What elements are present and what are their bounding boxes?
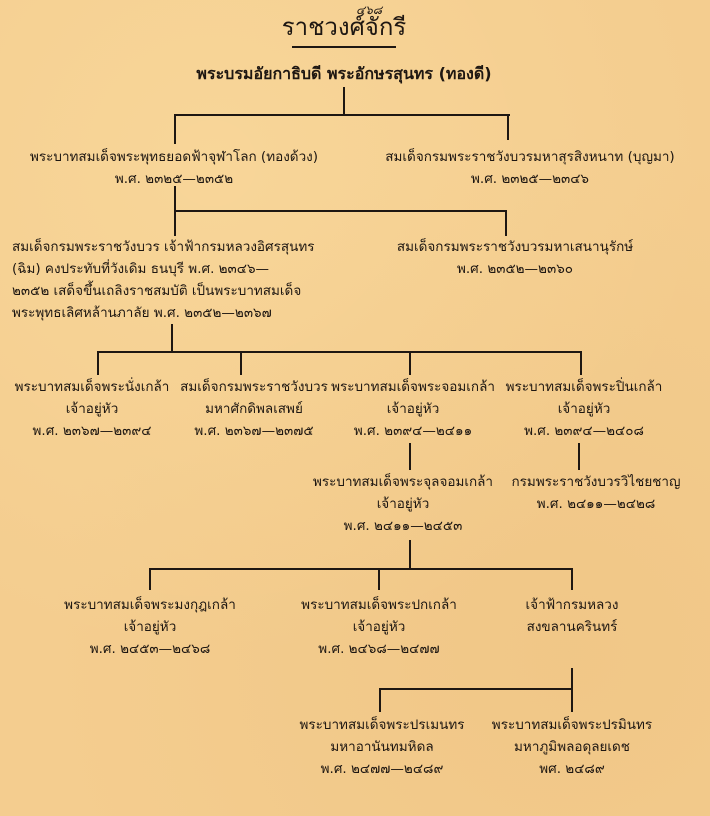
node-date: พ.ศ. ๒๔๑๑—๒๔๒๘	[536, 496, 656, 512]
connector	[409, 351, 411, 375]
node-text-line: (ฉิม) คงประทับที่วังเดิม ธนบุรี พ.ศ. ๒๓๔…	[12, 261, 270, 277]
node-name: พระบาทสมเด็จพระพุทธยอดฟ้าจุฬาโลก (ทองด้ว…	[29, 149, 319, 165]
node-name: พระบาทสมเด็จพระปิ่นเกล้า	[505, 379, 663, 395]
node-name: สมเด็จกรมพระราชวังบวร	[180, 379, 328, 395]
node-rama1: พระบาทสมเด็จพระพุทธยอดฟ้าจุฬาโลก (ทองด้ว…	[30, 146, 318, 190]
node-date: พ.ศ. ๒๓๙๔—๒๔๑๑	[353, 423, 473, 439]
node-name-2: มหาภูมิพลอดุลยเดช	[514, 739, 630, 755]
node-rama8: พระบาทสมเด็จพระปรเมนทร มหาอานันทมหิดล พ.…	[300, 714, 465, 780]
node-name: กรมพระราชวังบวรวิไชยชาญ	[511, 474, 681, 490]
node-name: พระบาทสมเด็จพระปกเกล้า	[301, 597, 457, 613]
connector	[505, 210, 507, 236]
node-name-2: เจ้าอยู่หัว	[376, 496, 430, 512]
connector	[149, 568, 573, 570]
node-date: พ.ศ. ๒๓๖๗—๒๓๗๕	[194, 423, 314, 439]
node-rama6: พระบาทสมเด็จพระมงกุฎเกล้า เจ้าอยู่หัว พ.…	[64, 594, 236, 660]
connector	[149, 568, 151, 590]
node-date: พศ. ๒๔๘๙	[539, 761, 605, 777]
connector	[507, 114, 509, 140]
node-name-2: มหาอานันทมหิดล	[330, 739, 434, 755]
node-rama4: พระบาทสมเด็จพระจอมเกล้า เจ้าอยู่หัว พ.ศ.…	[331, 376, 495, 442]
node-name: พระบาทสมเด็จพระนั่งเกล้า	[14, 379, 170, 395]
node-wichaichan: กรมพระราชวังบวรวิไชยชาญ พ.ศ. ๒๔๑๑—๒๔๒๘	[512, 471, 681, 515]
chart-title: ราชวงศ์จักรี	[281, 13, 407, 41]
connector	[378, 568, 380, 590]
node-name: พระบาทสมเด็จพระปรมินทร	[491, 717, 653, 733]
node-name-2: เจ้าอยู่หัว	[557, 401, 611, 417]
node-name: เจ้าฟ้ากรมหลวง	[525, 597, 619, 613]
node-name-2: สงขลานครินทร์	[526, 619, 618, 635]
connector	[578, 443, 580, 470]
node-name-2: เจ้าอยู่หัว	[386, 401, 440, 417]
title-underline	[292, 46, 396, 48]
node-name: พระบาทสมเด็จพระมงกุฎเกล้า	[64, 597, 236, 613]
node-name: พระบาทสมเด็จพระจุลจอมเกล้า	[312, 474, 494, 490]
connector	[343, 87, 345, 115]
connector	[571, 688, 573, 712]
connector	[240, 351, 242, 375]
node-name-2: เจ้าอยู่หัว	[352, 619, 406, 635]
connector	[97, 351, 582, 353]
node-name: สมเด็จกรมพระราชวังบวรมหาเสนานุรักษ์	[396, 239, 634, 255]
node-date: พ.ศ. ๒๔๕๓—๒๔๖๘	[89, 641, 211, 657]
root-node: พระบรมอัยกาธิบดี พระอักษรสุนทร (ทองดี)	[196, 64, 492, 83]
node-date: พ.ศ. ๒๓๖๗—๒๓๙๔	[32, 423, 152, 439]
node-rama2: สมเด็จกรมพระราชวังบวร เจ้าฟ้ากรมหลวงอิศร…	[12, 236, 314, 324]
node-name: สมเด็จกรมพระราชวังบวรมหาสุรสิงหนาท (บุญม…	[385, 149, 675, 165]
node-songkhla: เจ้าฟ้ากรมหลวง สงขลานครินทร์	[526, 594, 619, 638]
connector	[409, 540, 411, 569]
node-surasinghanat: สมเด็จกรมพระราชวังบวรมหาสุรสิงหนาท (บุญม…	[385, 146, 674, 190]
node-text-line: สมเด็จกรมพระราชวังบวร เจ้าฟ้ากรมหลวงอิศร…	[12, 239, 315, 255]
node-name: พระบาทสมเด็จพระจอมเกล้า	[331, 379, 495, 395]
node-date: พ.ศ. ๒๓๒๕—๒๓๕๒	[114, 171, 234, 187]
handwritten-page-number: ๔๖๘	[356, 3, 382, 17]
node-date: พ.ศ. ๒๓๕๒—๒๓๖๐	[456, 261, 574, 277]
node-name-2: เจ้าอยู่หัว	[123, 619, 177, 635]
node-rama5: พระบาทสมเด็จพระจุลจอมเกล้า เจ้าอยู่หัว พ…	[313, 471, 493, 537]
node-name: พระบาทสมเด็จพระปรเมนทร	[299, 717, 465, 733]
connector	[97, 351, 99, 375]
node-date: พ.ศ. ๒๓๒๕—๒๓๔๖	[471, 171, 589, 187]
node-sakdiphonlasep: สมเด็จกรมพระราชวังบวร มหาศักดิพลเสพย์ พ.…	[180, 376, 328, 442]
node-pinklao: พระบาทสมเด็จพระปิ่นเกล้า เจ้าอยู่หัว พ.ศ…	[506, 376, 663, 442]
node-text-line: พระพุทธเลิศหล้านภาลัย พ.ศ. ๒๓๕๒—๒๓๖๗	[12, 305, 272, 321]
node-date: พ.ศ. ๒๔๖๘—๒๔๗๗	[318, 641, 440, 657]
connector	[571, 668, 573, 690]
connector	[174, 114, 510, 116]
node-rama7: พระบาทสมเด็จพระปกเกล้า เจ้าอยู่หัว พ.ศ. …	[301, 594, 457, 660]
node-rama9: พระบาทสมเด็จพระปรมินทร มหาภูมิพลอดุลยเดช…	[492, 714, 652, 780]
node-date: พ.ศ. ๒๔๗๗—๒๔๘๙	[320, 761, 444, 777]
connector	[571, 568, 573, 590]
connector	[171, 324, 173, 352]
connector	[409, 443, 411, 470]
node-name-2: มหาศักดิพลเสพย์	[205, 401, 303, 417]
connector	[379, 688, 573, 690]
node-date: พ.ศ. ๒๓๙๔—๒๔๐๘	[524, 423, 644, 439]
node-date: พ.ศ. ๒๔๑๑—๒๔๕๓	[343, 518, 463, 534]
node-name-2: เจ้าอยู่หัว	[65, 401, 119, 417]
node-senanurak: สมเด็จกรมพระราชวังบวรมหาเสนานุรักษ์ พ.ศ.…	[397, 236, 633, 280]
node-rama3: พระบาทสมเด็จพระนั่งเกล้า เจ้าอยู่หัว พ.ศ…	[15, 376, 170, 442]
connector	[174, 114, 176, 144]
connector	[580, 351, 582, 375]
connector	[174, 210, 507, 212]
node-text-line: ๒๓๕๒ เสด็จขึ้นเถลิงราชสมบัติ เป็นพระบาทส…	[12, 283, 302, 299]
connector	[379, 688, 381, 712]
